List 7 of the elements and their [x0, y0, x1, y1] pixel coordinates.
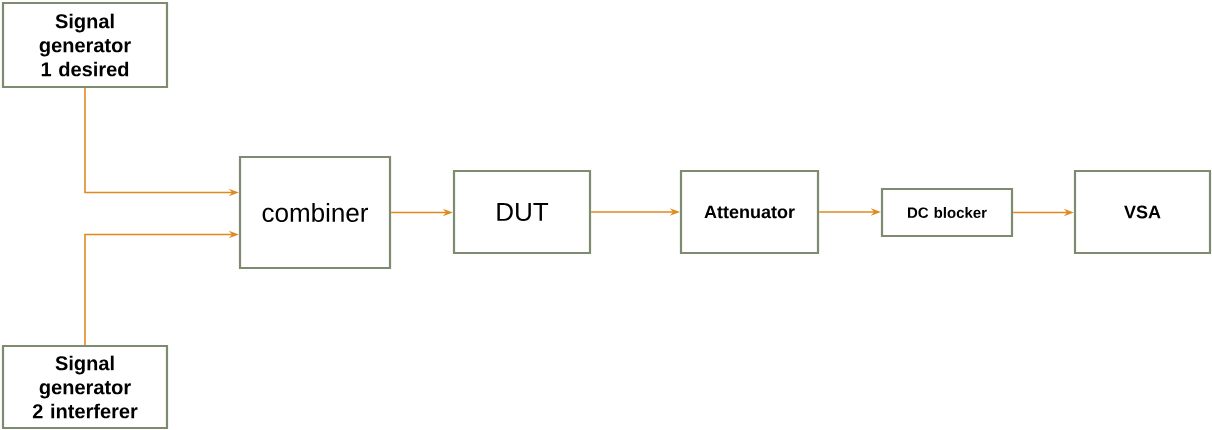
generator-box: Signal generator 1 desired	[1, 1, 169, 89]
generator-box: Signal generator 2 interferer	[1, 344, 169, 430]
process-box: DC blocker	[880, 187, 1014, 238]
process-box: combiner	[238, 155, 392, 270]
process-box: VSA	[1073, 169, 1212, 255]
process-box: DUT	[452, 169, 592, 255]
process-box: Attenuator	[679, 169, 820, 255]
